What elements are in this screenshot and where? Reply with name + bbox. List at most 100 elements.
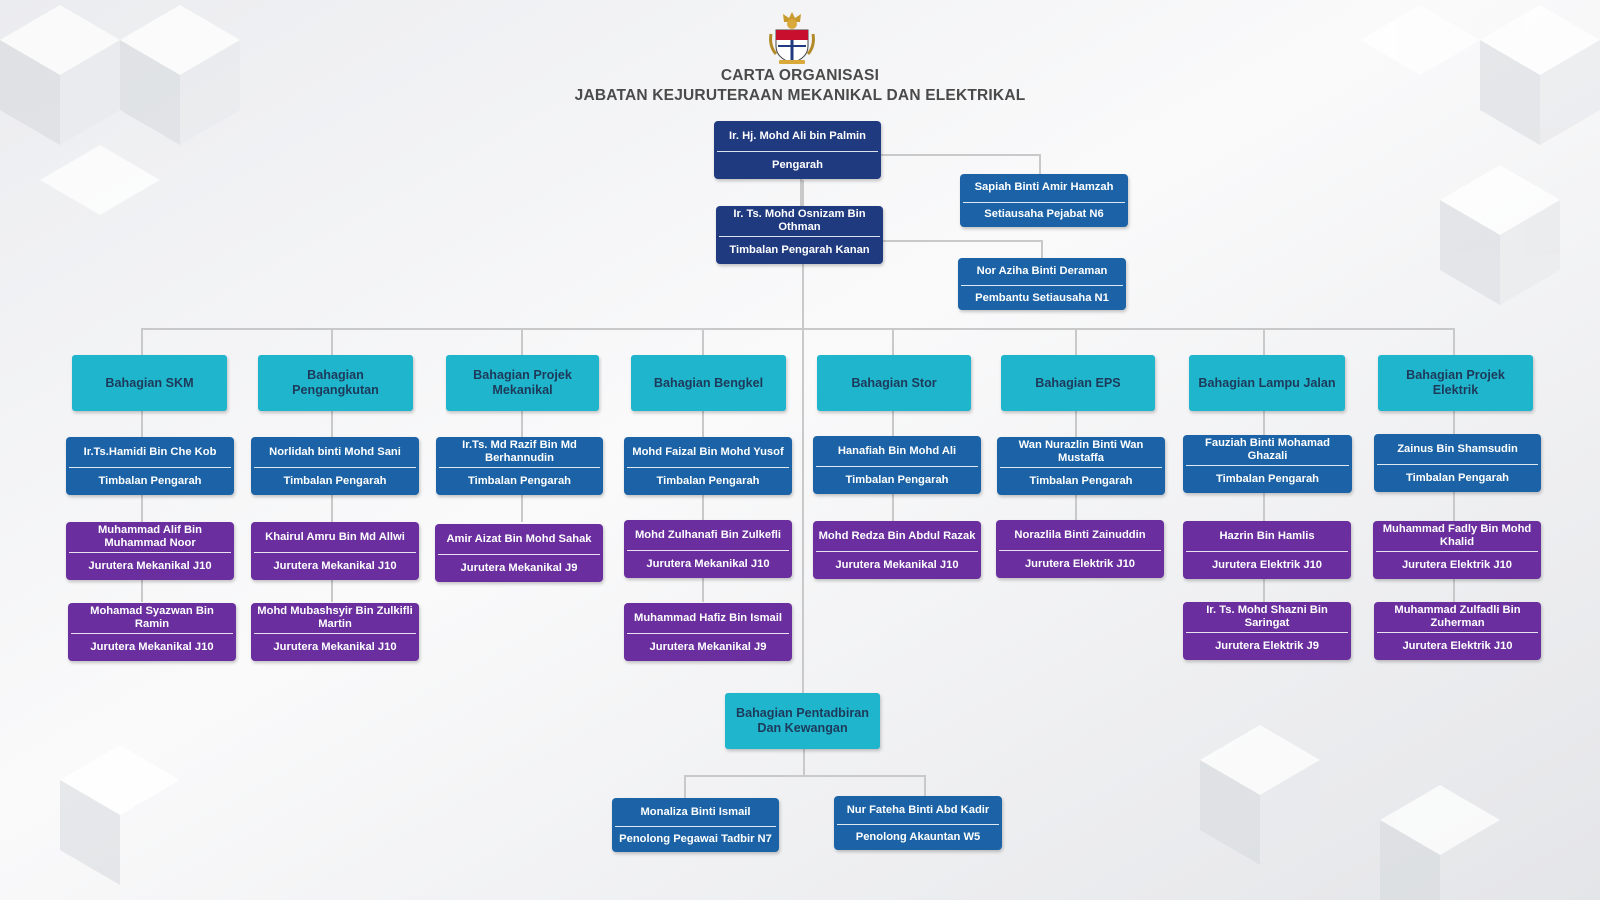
staff-card-skm-2: Mohamad Syazwan Bin Ramin Jurutera Mekan… [68, 603, 236, 661]
chart-subtitle: JABATAN KEJURUTERAAN MEKANIKAL DAN ELEKT… [574, 87, 1026, 104]
staff-card-projek-mekanikal-1: Amir Aizat Bin Mohd Sahak Jurutera Mekan… [435, 524, 603, 582]
staff-position: Penolong Pegawai Tadbir N7 [619, 833, 772, 846]
deputy-position: Timbalan Pengarah [656, 475, 760, 488]
assistant-secretary-position: Pembantu Setiausaha N1 [975, 291, 1109, 304]
division-header-skm: Bahagian SKM [72, 355, 227, 411]
staff-name: Muhammad Hafiz Bin Ismail [634, 611, 782, 624]
staff-name: Ir. Ts. Mohd Shazni Bin Saringat [1206, 604, 1328, 630]
staff-name: Muhammad Alif Bin Muhammad Noor [97, 524, 202, 550]
deputy-card-bengkel: Mohd Faizal Bin Mohd Yusof Timbalan Peng… [624, 437, 792, 495]
assistant-secretary-card: Nor Aziha Binti Deraman Pembantu Setiaus… [958, 258, 1126, 310]
staff-position: Jurutera Mekanikal J10 [273, 560, 397, 573]
card-divider [961, 285, 1123, 287]
division-header-projek-elektrik: Bahagian Projek Elektrik [1378, 355, 1533, 411]
staff-position: Jurutera Mekanikal J10 [90, 641, 214, 654]
deputy-position: Timbalan Pengarah [468, 475, 571, 488]
staff-position: Jurutera Mekanikal J9 [649, 641, 767, 654]
division-header-stor: Bahagian Stor [817, 355, 971, 411]
staff-card-lampu-jalan-1: Hazrin Bin Hamlis Jurutera Elektrik J10 [1183, 521, 1351, 579]
staff-position: Jurutera Mekanikal J10 [646, 558, 770, 571]
deputy-name: Mohd Faizal Bin Mohd Yusof [632, 445, 784, 458]
staff-position: Jurutera Elektrik J10 [1402, 640, 1513, 653]
deputy-director-card: Ir. Ts. Mohd Osnizam Bin Othman Timbalan… [716, 206, 883, 264]
staff-name: Mohd Zulhanafi Bin Zulkefli [634, 528, 782, 541]
card-divider [816, 551, 978, 553]
assistant-secretary-name: Nor Aziha Binti Deraman [976, 265, 1108, 278]
deputy-position: Timbalan Pengarah [1406, 472, 1509, 485]
staff-card-bengkel-2: Muhammad Hafiz Bin Ismail Jurutera Mekan… [624, 603, 792, 661]
staff-name: Mohd Mubashsyir Bin Zulkifli Martin [257, 605, 413, 631]
staff-position: Jurutera Mekanikal J9 [460, 562, 578, 575]
division-header-eps: Bahagian EPS [1001, 355, 1155, 411]
card-divider [439, 467, 600, 469]
staff-name: Muhammad Fadly Bin Mohd Khalid [1382, 523, 1532, 549]
card-divider [615, 826, 776, 828]
staff-card-bengkel-1: Mohd Zulhanafi Bin Zulkefli Jurutera Mek… [624, 520, 792, 578]
deputy-card-projek-elektrik: Zainus Bin Shamsudin Timbalan Pengarah [1374, 434, 1541, 492]
card-divider [69, 467, 231, 469]
deputy-name: Zainus Bin Shamsudin [1397, 442, 1518, 455]
card-divider [254, 467, 416, 469]
division-header-bengkel: Bahagian Bengkel [631, 355, 786, 411]
staff-card-projek-elektrik-1: Muhammad Fadly Bin Mohd Khalid Jurutera … [1373, 521, 1541, 579]
director-position: Pengarah [772, 159, 823, 172]
card-divider [1377, 632, 1538, 634]
director-card: Ir. Hj. Mohd Ali bin Palmin Pengarah [714, 121, 881, 179]
staff-card-projek-elektrik-2: Muhammad Zulfadli Bin Zuherman Jurutera … [1374, 602, 1541, 660]
card-divider [69, 552, 231, 554]
staff-card-lampu-jalan-2: Ir. Ts. Mohd Shazni Bin Saringat Juruter… [1183, 602, 1351, 660]
deputy-card-skm: Ir.Ts.Hamidi Bin Che Kob Timbalan Pengar… [66, 437, 234, 495]
staff-position: Jurutera Mekanikal J10 [835, 559, 959, 572]
card-divider [71, 633, 233, 635]
deputy-name: Hanafiah Bin Mohd Ali [837, 444, 957, 457]
card-divider [717, 151, 878, 153]
card-divider [1186, 551, 1348, 553]
staff-name: Mohamad Syazwan Bin Ramin [90, 605, 214, 631]
card-divider [816, 466, 978, 468]
card-divider [254, 633, 416, 635]
deputy-position: Timbalan Pengarah [98, 475, 202, 488]
deputy-card-eps: Wan Nurazlin Binti Wan Mustaffa Timbalan… [997, 437, 1165, 495]
deputy-position: Timbalan Pengarah [1216, 473, 1319, 486]
secretary-name: Sapiah Binti Amir Hamzah [974, 181, 1114, 194]
staff-name: Mohd Redza Bin Abdul Razak [818, 529, 976, 542]
chart-title: CARTA ORGANISASI [720, 67, 880, 84]
deputy-card-projek-mekanikal: Ir.Ts. Md Razif Bin Md Berhannudin Timba… [436, 437, 603, 495]
card-divider [1377, 464, 1538, 466]
staff-card-pengangkutan-1: Khairul Amru Bin Md Allwi Jurutera Mekan… [251, 522, 419, 580]
staff-name: Hazrin Bin Hamlis [1219, 529, 1315, 542]
card-divider [1186, 632, 1348, 634]
staff-position: Penolong Akauntan W5 [855, 831, 981, 844]
deputy-position: Timbalan Pengarah [845, 474, 949, 487]
staff-card-eps-1: Norazlila Binti Zainuddin Jurutera Elekt… [996, 520, 1164, 578]
division-header-pentadbiran: Bahagian Pentadbiran Dan Kewangan [725, 693, 880, 749]
card-divider [1376, 551, 1538, 553]
staff-position: Jurutera Elektrik J9 [1215, 640, 1319, 653]
staff-name: Nur Fateha Binti Abd Kadir [846, 803, 990, 816]
staff-card-pengangkutan-2: Mohd Mubashsyir Bin Zulkifli Martin Juru… [251, 603, 419, 661]
card-divider [627, 467, 789, 469]
card-divider [837, 824, 999, 826]
deputy-name: Wan Nurazlin Binti Wan Mustaffa [1018, 439, 1144, 465]
card-divider [963, 201, 1125, 203]
staff-position: Jurutera Elektrik J10 [1024, 558, 1136, 571]
card-divider [1000, 467, 1162, 469]
card-divider [627, 633, 789, 635]
admin-staff-card-2: Nur Fateha Binti Abd Kadir Penolong Akau… [834, 796, 1002, 850]
staff-name: Norazlila Binti Zainuddin [1014, 528, 1146, 541]
division-header-projek-mekanikal: Bahagian Projek Mekanikal [446, 355, 599, 411]
division-header-pengangkutan: Bahagian Pengangkutan [258, 355, 413, 411]
card-divider [719, 236, 880, 238]
deputy-card-stor: Hanafiah Bin Mohd Ali Timbalan Pengarah [813, 436, 981, 494]
staff-name: Amir Aizat Bin Mohd Sahak [446, 532, 592, 545]
deputy-director-position: Timbalan Pengarah Kanan [729, 244, 870, 257]
staff-position: Jurutera Mekanikal J10 [88, 560, 212, 573]
card-divider [627, 550, 789, 552]
staff-name: Monaliza Binti Ismail [640, 805, 751, 818]
staff-name: Muhammad Zulfadli Bin Zuherman [1394, 604, 1521, 630]
deputy-position: Timbalan Pengarah [1029, 475, 1133, 488]
division-header-lampu-jalan: Bahagian Lampu Jalan [1189, 355, 1345, 411]
card-divider [254, 552, 416, 554]
deputy-name: Ir.Ts. Md Razif Bin Md Berhannudin [462, 439, 577, 465]
staff-position: Jurutera Mekanikal J10 [273, 641, 397, 654]
